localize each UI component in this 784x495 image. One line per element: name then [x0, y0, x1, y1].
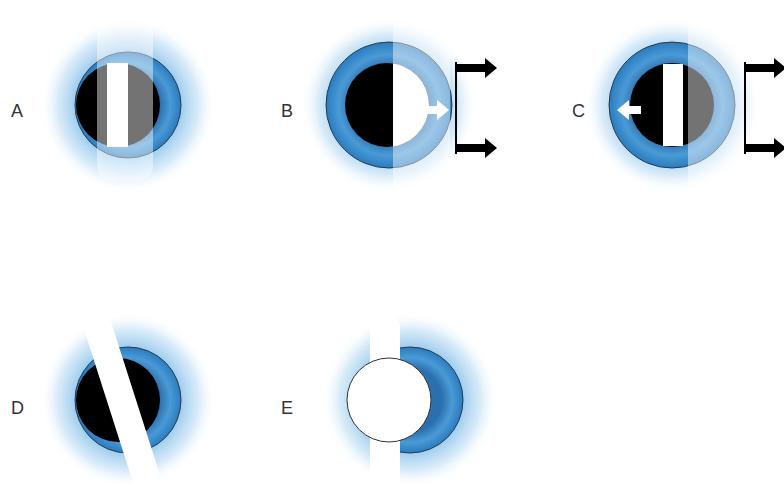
reflex: [107, 63, 128, 147]
movement-arrow: [745, 138, 784, 158]
panel-letter: E: [281, 399, 293, 417]
reflex: [663, 64, 683, 146]
eye-d: [40, 312, 216, 488]
iris: [75, 52, 181, 158]
bracket: [744, 62, 746, 154]
eye-c: [584, 15, 784, 195]
oblique-reflex: [98, 327, 145, 474]
panel-letter: D: [11, 399, 24, 417]
panel-letter: C: [572, 102, 585, 120]
panel-letter: B: [281, 102, 293, 120]
light-band: [97, 15, 153, 180]
glow: [322, 312, 498, 488]
motion-arrow: [617, 100, 641, 120]
movement-arrow: [745, 58, 784, 78]
full-reflex: [347, 358, 431, 442]
movement-arrow: [456, 138, 497, 158]
eye-a: [40, 15, 216, 193]
light-band: [688, 15, 745, 195]
pupil: [345, 63, 429, 147]
movement-arrow: [456, 58, 497, 78]
eye-e: [322, 312, 498, 490]
eye-b: [301, 15, 497, 195]
panel-letter: A: [11, 102, 23, 120]
reflex: [393, 63, 429, 147]
bracket: [455, 62, 457, 154]
glow: [40, 312, 216, 488]
motion-arrow: [425, 100, 449, 120]
glow: [301, 17, 477, 193]
